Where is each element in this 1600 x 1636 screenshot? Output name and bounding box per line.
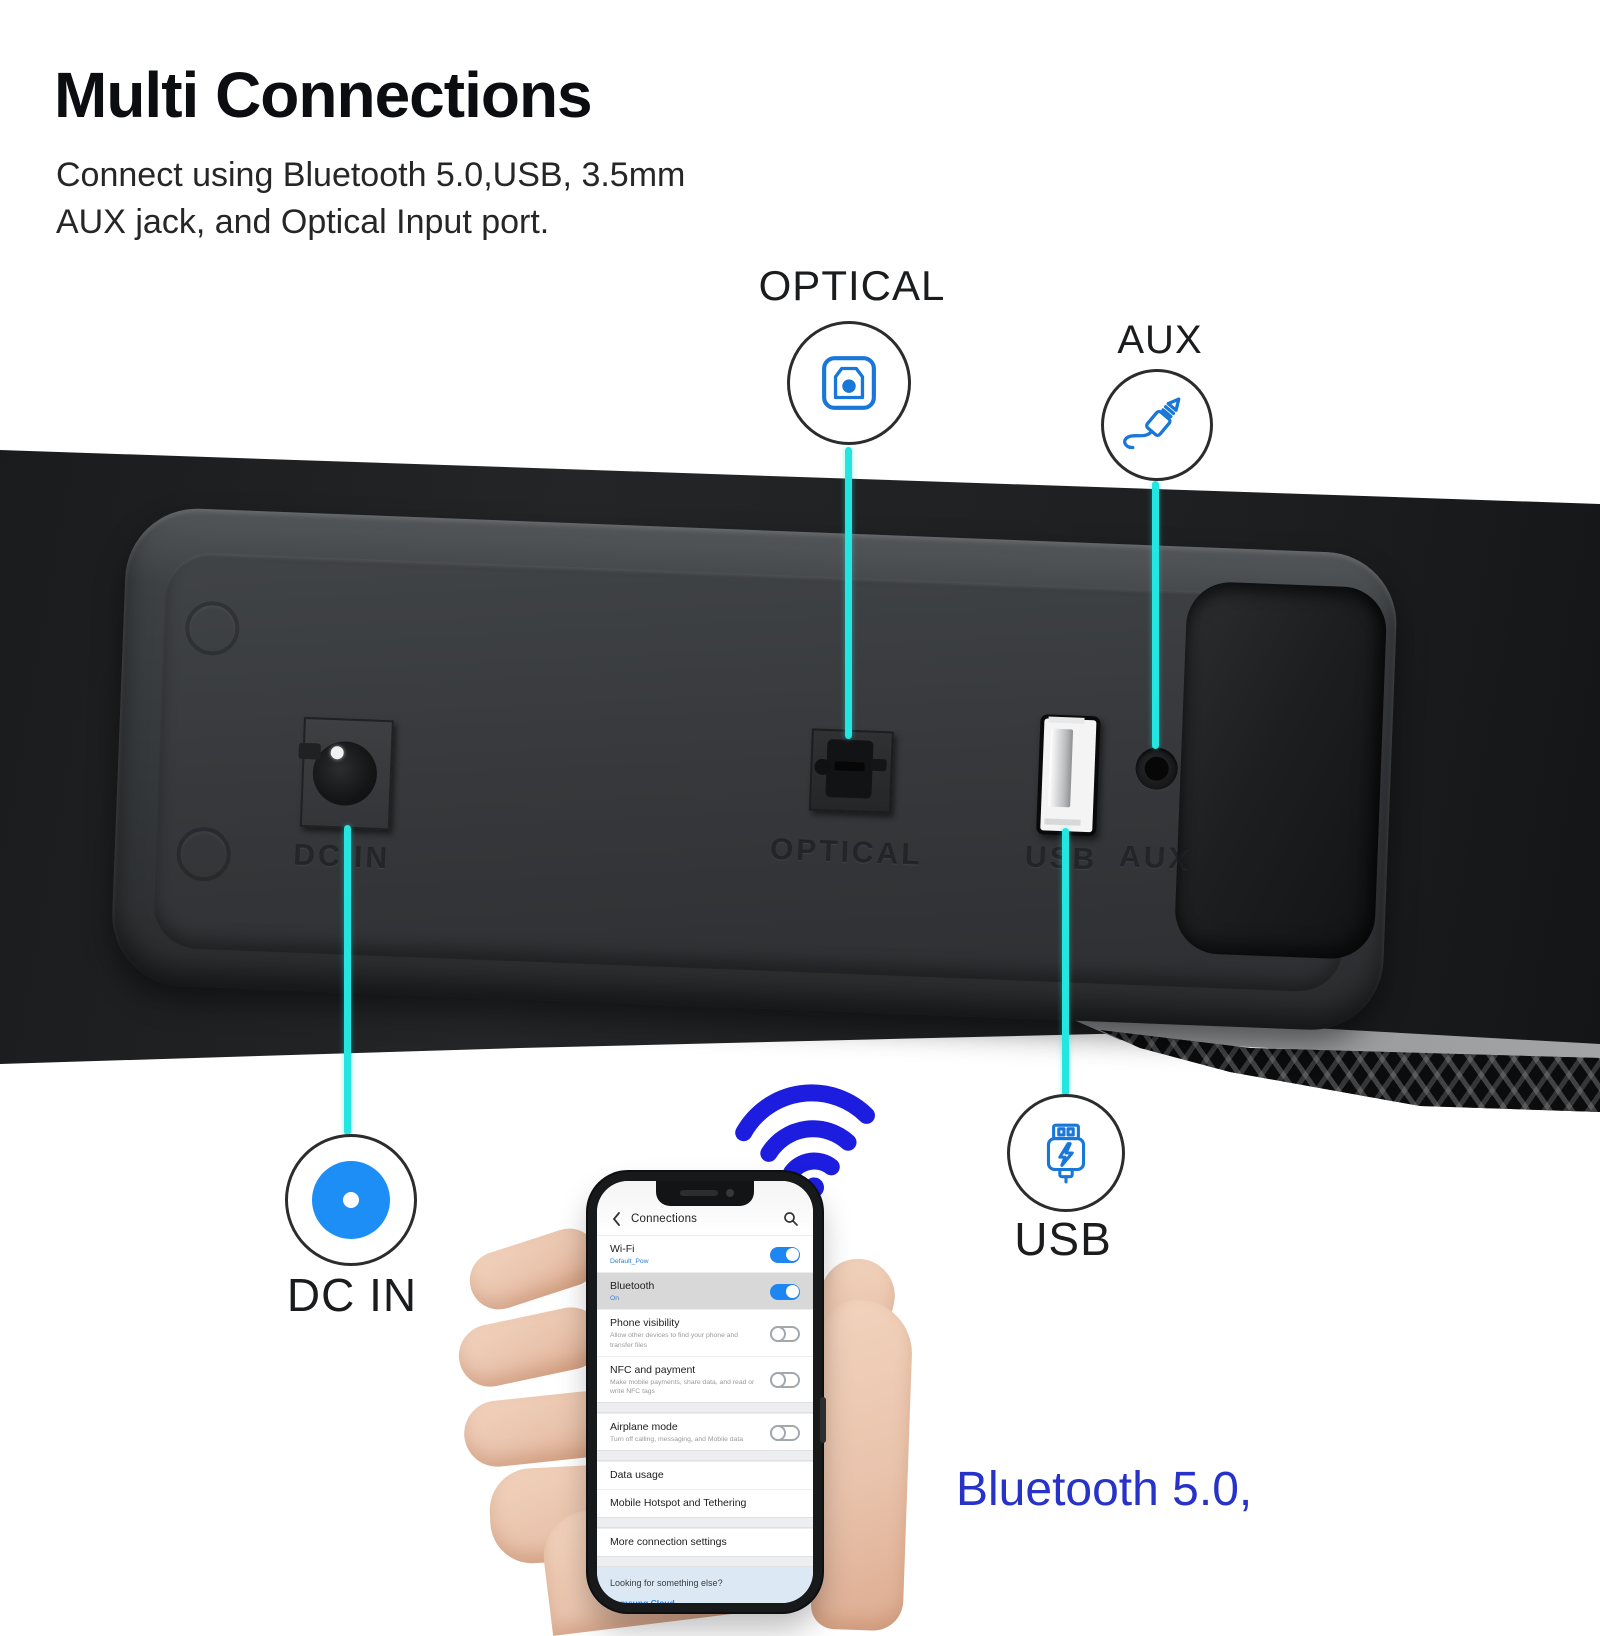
hand-palm: [810, 1298, 914, 1632]
phone-settings-row[interactable]: More connection settings: [597, 1528, 813, 1556]
panel-label-dc-in: DC IN: [292, 838, 391, 876]
row-toggle-off[interactable]: [770, 1424, 800, 1441]
bluetooth-caption: Bluetooth 5.0,: [956, 1463, 1253, 1516]
row-title: Wi-Fi: [610, 1243, 635, 1255]
aux-connector-line: [1152, 481, 1159, 749]
dc-barrel: [311, 740, 379, 807]
phone-settings-row[interactable]: Mobile Hotspot and Tethering: [597, 1489, 813, 1517]
dc-in-connector-line: [344, 825, 351, 1135]
page-subtitle: Connect using Bluetooth 5.0,USB, 3.5mm A…: [56, 152, 685, 246]
subtitle-line-2: AUX jack, and Optical Input port.: [56, 202, 550, 241]
section-divider: [597, 1402, 813, 1414]
search-icon[interactable]: [783, 1211, 799, 1227]
row-subtitle: On: [610, 1295, 620, 1303]
aux-callout-label: AUX: [1117, 318, 1203, 362]
row-text: Data usage: [610, 1469, 664, 1483]
optical-callout-circle: [787, 321, 911, 445]
page-title: Multi Connections: [54, 59, 593, 131]
aux-port-hole: [1144, 756, 1170, 782]
optical-connector-line: [845, 447, 852, 739]
footer-link-samsung-cloud[interactable]: Samsung Cloud: [610, 1598, 800, 1603]
row-title: Mobile Hotspot and Tethering: [610, 1497, 747, 1510]
phone-settings-row[interactable]: Data usage: [597, 1461, 813, 1489]
row-title: More connection settings: [610, 1536, 727, 1549]
phone-side-button: [820, 1397, 826, 1443]
optical-port: [808, 728, 894, 814]
phone-settings-title: Connections: [631, 1213, 698, 1225]
panel-cavity: [1173, 580, 1388, 961]
aux-callout-circle: [1101, 369, 1213, 481]
phone-footer: Looking for something else? Samsung Clou…: [597, 1567, 813, 1603]
row-toggle-off[interactable]: [770, 1325, 800, 1342]
dc-in-callout-label: DC IN: [286, 1269, 418, 1321]
phone-notch: [656, 1181, 754, 1206]
hand-finger: [453, 1301, 608, 1393]
optical-callout-label: OPTICAL: [758, 262, 946, 309]
row-toggle-off[interactable]: [770, 1371, 800, 1388]
aux-jack-icon: [1123, 397, 1181, 450]
row-text: More connection settings: [610, 1536, 727, 1550]
row-subtitle: Turn off calling, messaging, and Mobile …: [610, 1436, 743, 1444]
dc-in-port: [298, 716, 394, 831]
dc-notch: [298, 742, 322, 760]
row-toggle-on[interactable]: [770, 1246, 800, 1263]
usb-port-lip: [1044, 818, 1081, 826]
row-title: Airplane mode: [610, 1421, 678, 1434]
optical-port-slit: [834, 761, 865, 772]
row-title: Bluetooth: [610, 1280, 655, 1293]
section-divider: [597, 1450, 813, 1462]
phone-speaker-slit: [680, 1190, 718, 1196]
usb-connector-line: [1062, 828, 1069, 1096]
usb-plug-icon: [1046, 1123, 1086, 1184]
usb-port-lip: [1048, 716, 1085, 724]
dc-in-callout-circle: [285, 1134, 417, 1266]
section-divider: [597, 1517, 813, 1529]
optical-port-icon: [822, 356, 876, 410]
back-chevron-icon[interactable]: [611, 1211, 621, 1227]
row-title: NFC and payment: [610, 1363, 696, 1376]
row-subtitle: Allow other devices to find your phone a…: [610, 1332, 739, 1349]
soundbar-connection-panel: DC IN OPTICAL USB AUX: [109, 506, 1400, 1033]
row-text: Mobile Hotspot and Tethering: [610, 1497, 746, 1511]
phone-camera-dot: [726, 1189, 734, 1197]
row-title: Phone visibility: [610, 1317, 680, 1330]
subtitle-line-1: Connect using Bluetooth 5.0,USB, 3.5mm: [56, 156, 686, 194]
section-divider: [597, 1556, 813, 1568]
usb-callout-circle: [1007, 1094, 1125, 1212]
usb-port-tongue: [1048, 728, 1074, 808]
hand-finger: [462, 1221, 606, 1317]
row-title: Data usage: [610, 1469, 664, 1482]
optical-port-nub: [870, 758, 887, 772]
panel-label-optical: OPTICAL: [769, 832, 924, 872]
usb-callout-label: USB: [1014, 1213, 1112, 1265]
panel-label-aux: AUX: [1118, 840, 1193, 877]
dc-in-icon: [312, 1161, 390, 1239]
row-toggle-on[interactable]: [770, 1283, 800, 1300]
footer-question: Looking for something else?: [610, 1578, 723, 1589]
usb-port: [1036, 714, 1101, 837]
row-subtitle: Make mobile payments, share data, and re…: [610, 1378, 755, 1395]
row-subtitle: Default_Pow: [610, 1258, 649, 1265]
